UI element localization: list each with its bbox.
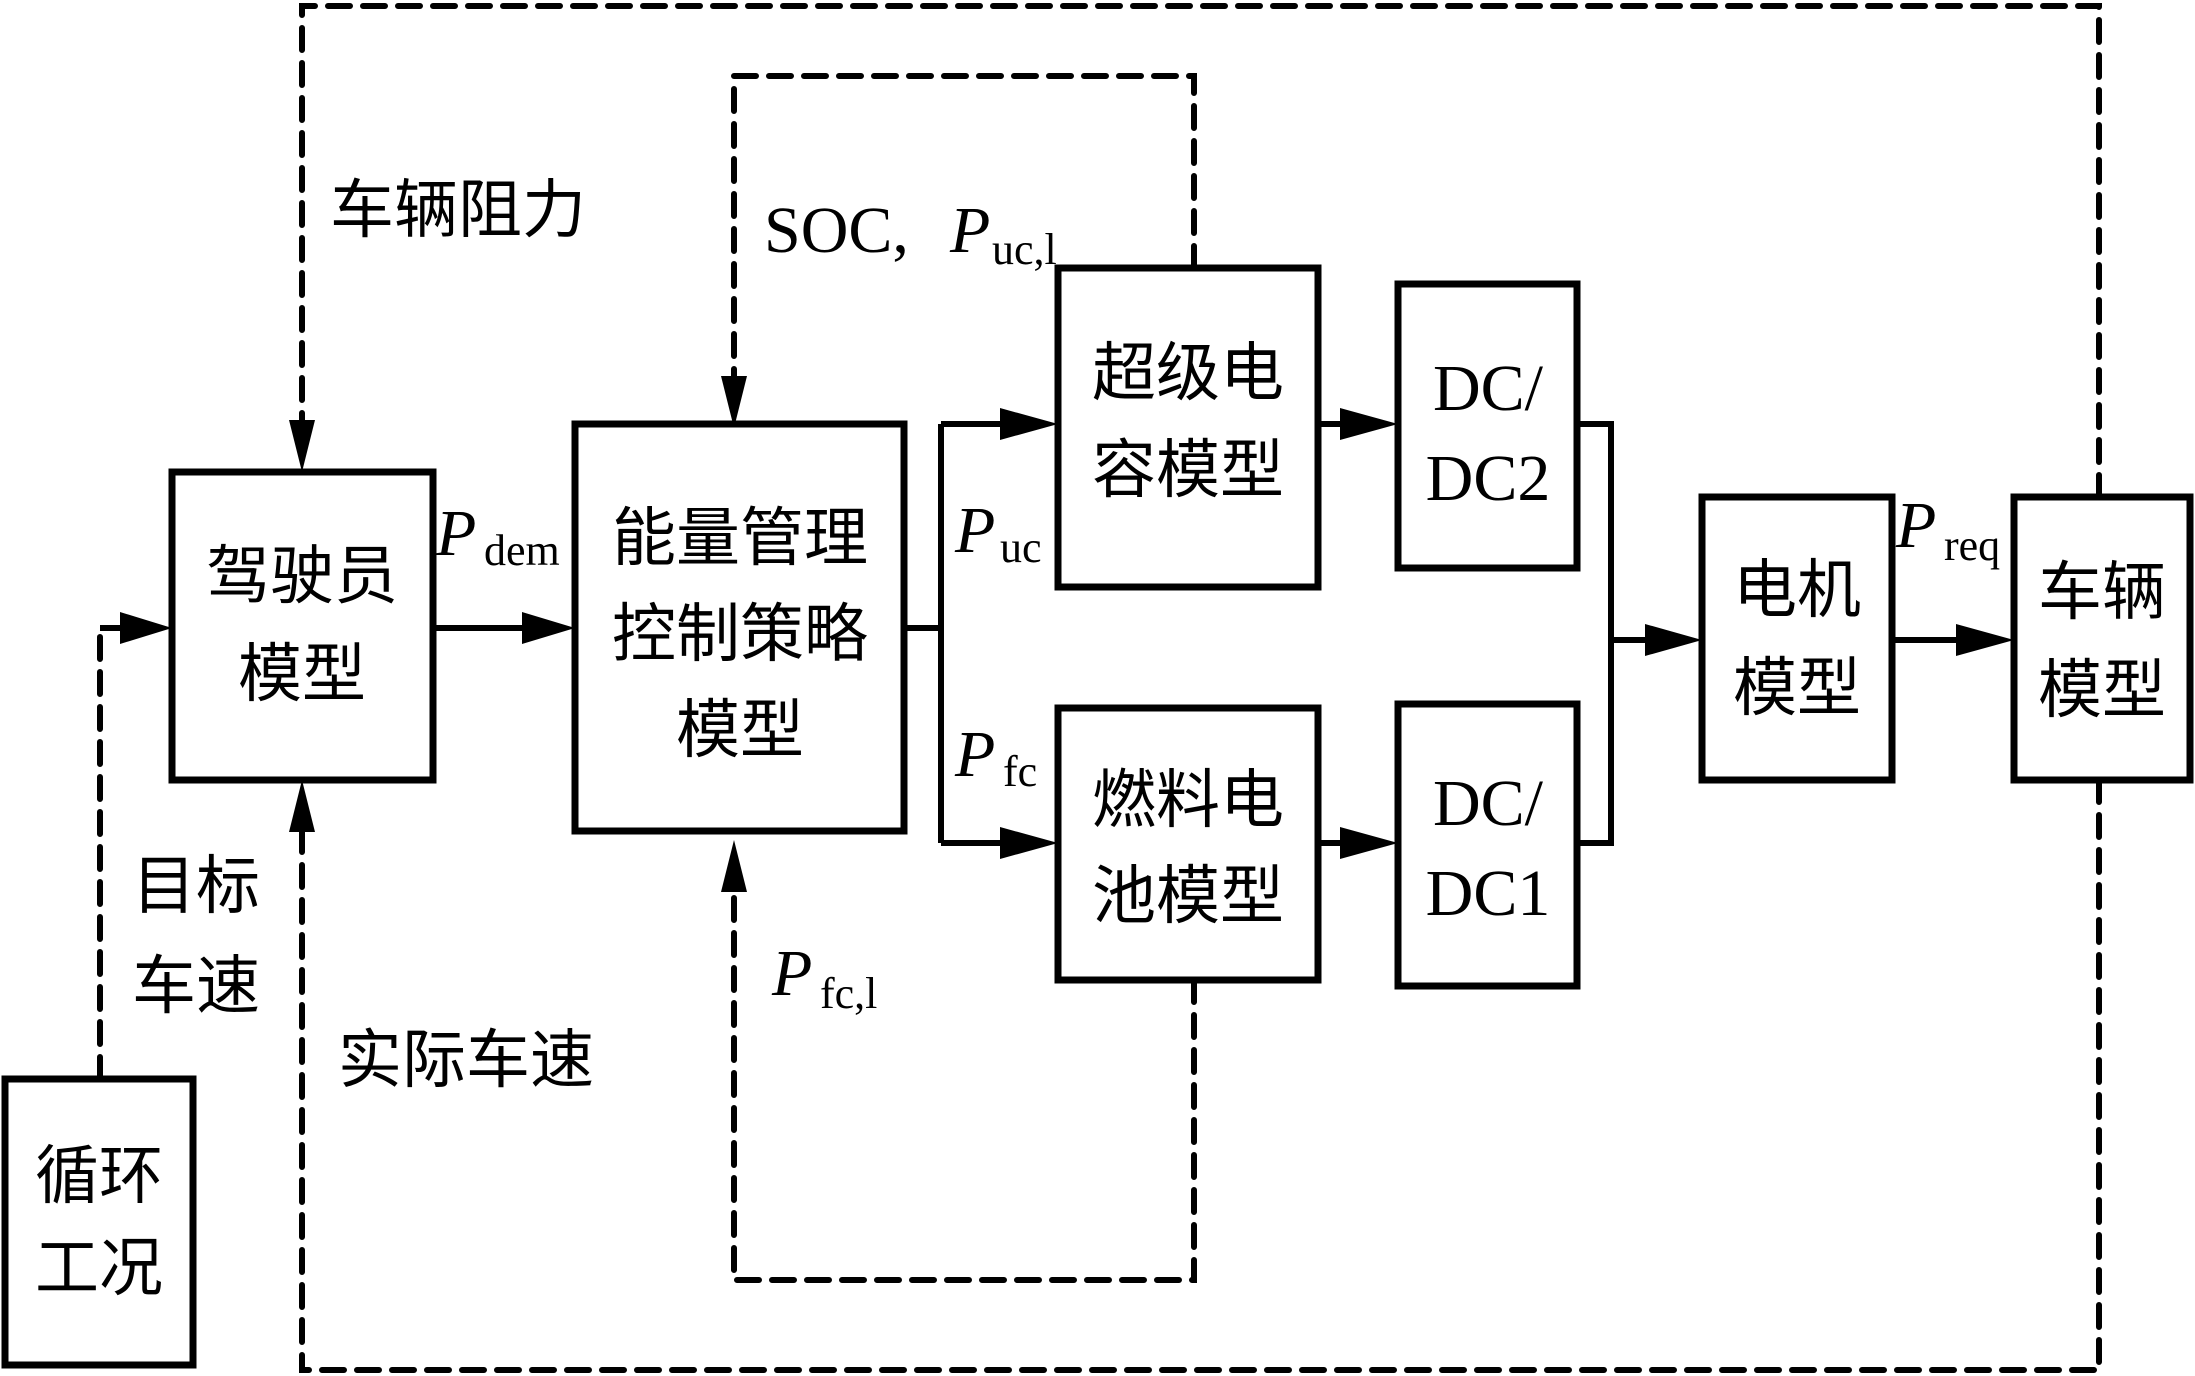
soc-puc-limit-label: SOC, P uc,l xyxy=(764,194,1057,274)
pfc-subscript: fc xyxy=(1003,747,1037,796)
arrow-head-into-ems-bottom xyxy=(721,840,747,892)
puc-subscript: uc xyxy=(1000,523,1042,572)
arrow-head-into-fuelcell xyxy=(1000,827,1058,859)
dcdc2-label-line1: DC/ xyxy=(1433,352,1544,425)
vehicle-resistance-path xyxy=(299,3,2102,500)
block-cycle[interactable]: 循环 工况 xyxy=(1,1075,197,1369)
arrow-head-into-driver-bottom xyxy=(289,780,315,832)
arrow-head-into-driver-left xyxy=(120,612,172,644)
ems-label-line2: 控制策略 xyxy=(612,598,868,672)
pfc-limit-symbol: P xyxy=(771,937,812,1010)
pdem-symbol: P xyxy=(435,497,476,570)
target-speed-label-line1: 目标 xyxy=(132,850,260,924)
block-motor[interactable]: 电机 模型 xyxy=(1698,493,1896,784)
puc-limit-symbol: P xyxy=(949,194,990,267)
supercap-label-line2: 容模型 xyxy=(1092,434,1284,508)
fuelcell-label-line2: 池模型 xyxy=(1092,860,1284,934)
pfc-limit-label: P fc,l xyxy=(771,937,877,1018)
arrow-head-into-dcdc1 xyxy=(1340,827,1398,859)
ems-label-line1: 能量管理 xyxy=(612,502,868,576)
target-speed-label-line2: 车速 xyxy=(132,950,260,1024)
power-flow xyxy=(433,408,2014,859)
ems-label-line3: 模型 xyxy=(676,694,804,768)
vehicle-resistance-label: 车辆阻力 xyxy=(330,174,586,248)
cycle-label-line2: 工况 xyxy=(35,1232,163,1306)
arrow-head-into-driver-top xyxy=(289,420,315,472)
preq-symbol: P xyxy=(1895,489,1936,562)
block-ems[interactable]: 能量管理 控制策略 模型 xyxy=(571,420,908,835)
motor-label-line1: 电机 xyxy=(1733,554,1861,628)
dc-bus xyxy=(1577,421,1614,846)
arrow-head-into-ems-top xyxy=(721,376,747,428)
dcdc1-label-line2: DC1 xyxy=(1426,857,1551,930)
outer-feedback-loop xyxy=(289,3,2102,1373)
soc-text: SOC, xyxy=(764,194,909,267)
block-dcdc1[interactable]: DC/ DC1 xyxy=(1394,700,1581,990)
pdem-label: P dem xyxy=(435,497,560,575)
puc-limit-subscript: uc,l xyxy=(992,225,1057,274)
arrow-head-into-motor xyxy=(1645,624,1702,656)
preq-subscript: req xyxy=(1944,521,2000,570)
block-supercapacitor[interactable]: 超级电 容模型 xyxy=(1054,264,1322,591)
target-speed-link xyxy=(97,612,172,1082)
dcdc2-label-line2: DC2 xyxy=(1426,442,1551,515)
target-speed-label: 目标 车速 xyxy=(132,850,260,1024)
pdem-subscript: dem xyxy=(484,526,560,575)
preq-label: P req xyxy=(1895,489,2000,570)
arrow-head-into-dcdc2 xyxy=(1340,408,1398,440)
vehicle-label-line2: 模型 xyxy=(2038,654,2166,728)
block-dcdc2[interactable]: DC/ DC2 xyxy=(1394,280,1581,572)
inner-feedback-loop xyxy=(721,73,1197,1283)
dcdc1-label-line1: DC/ xyxy=(1433,767,1544,840)
soc-feedback-path xyxy=(731,73,1197,379)
actual-speed-label: 实际车速 xyxy=(338,1024,594,1098)
actual-speed-path xyxy=(299,777,2102,1373)
block-fuel-cell[interactable]: 燃料电 池模型 xyxy=(1054,704,1322,984)
puc-symbol: P xyxy=(954,494,995,567)
pfc-limit-subscript: fc,l xyxy=(820,969,877,1018)
arrow-head-into-ems xyxy=(522,612,575,644)
block-driver[interactable]: 驾驶员 模型 xyxy=(168,468,437,784)
puc-label: P uc xyxy=(954,494,1042,572)
block-vehicle[interactable]: 车辆 模型 xyxy=(2010,493,2194,784)
fc-limit-feedback-path xyxy=(731,889,1197,1283)
fuelcell-label-line1: 燃料电 xyxy=(1092,764,1284,838)
motor-label-line2: 模型 xyxy=(1733,652,1861,726)
arrow-head-into-vehicle xyxy=(1956,624,2014,656)
supercap-label-line1: 超级电 xyxy=(1092,337,1284,411)
arrow-head-into-supercap xyxy=(1000,408,1058,440)
vehicle-label-line1: 车辆 xyxy=(2038,556,2166,630)
driver-label-line2: 模型 xyxy=(238,638,366,712)
pfc-label: P fc xyxy=(954,718,1037,796)
pfc-symbol: P xyxy=(954,718,995,791)
driver-label-line1: 驾驶员 xyxy=(206,540,398,614)
cycle-label-line1: 循环 xyxy=(35,1140,163,1214)
